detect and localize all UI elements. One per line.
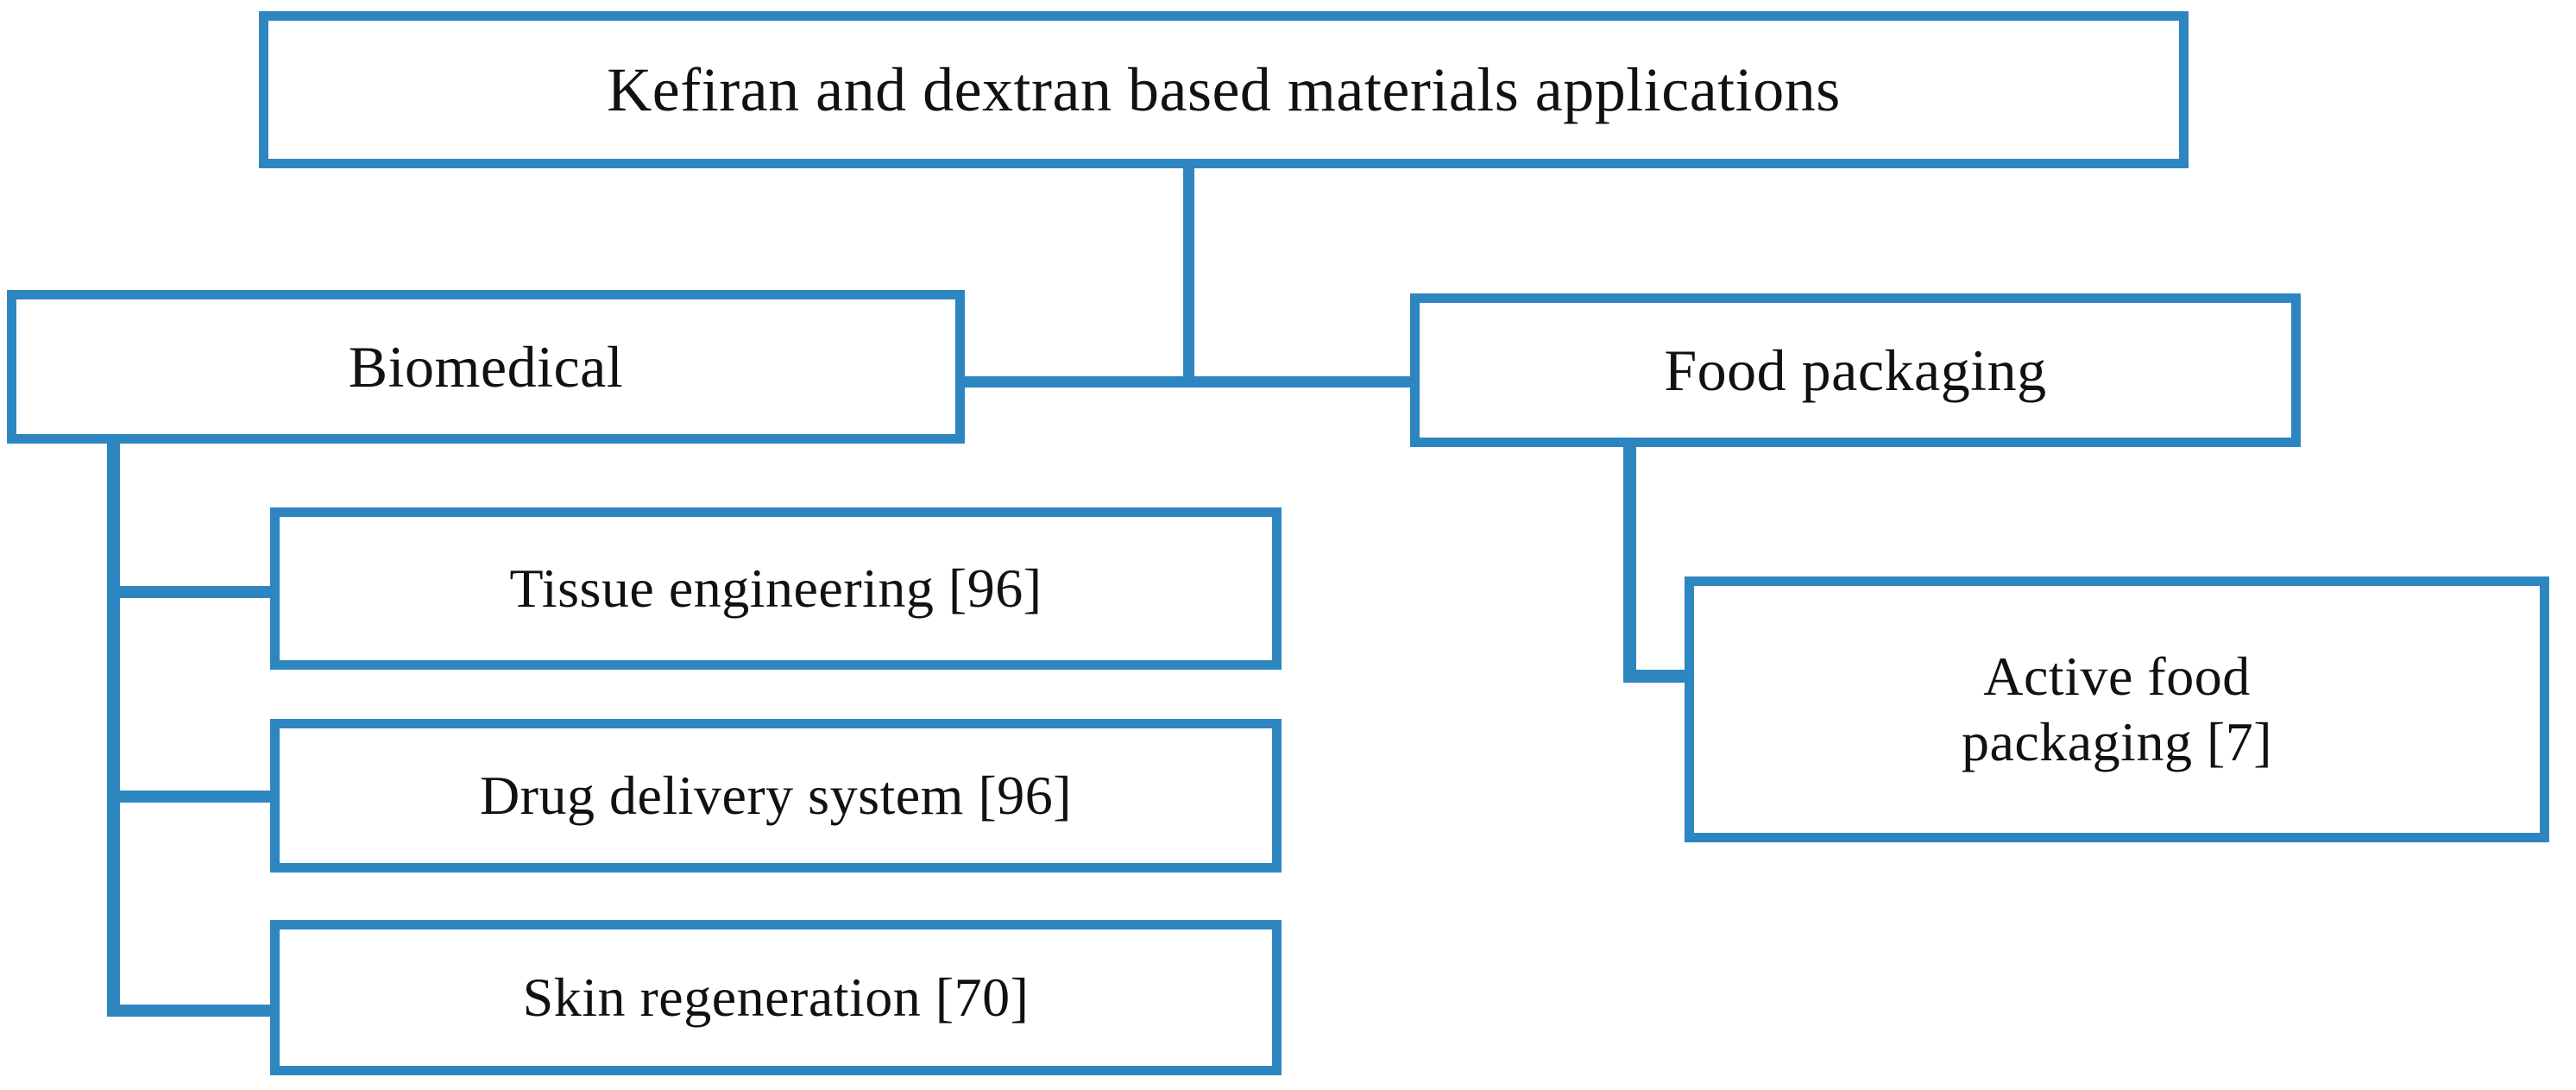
node-biomedical: Biomedical bbox=[7, 290, 965, 444]
node-biomedical-label: Biomedical bbox=[348, 333, 624, 400]
node-food-packaging: Food packaging bbox=[1410, 293, 2301, 447]
node-drug-delivery-system-label: Drug delivery system [96] bbox=[479, 765, 1073, 827]
node-root-kefiran-dextran-applications: Kefiran and dextran based materials appl… bbox=[259, 11, 2189, 168]
node-food-packaging-label: Food packaging bbox=[1664, 337, 2047, 403]
node-drug-delivery-system: Drug delivery system [96] bbox=[270, 719, 1282, 873]
node-skin-regeneration-label: Skin regeneration [70] bbox=[522, 967, 1030, 1029]
connector-biomedical-to-tissue-engineering bbox=[112, 586, 276, 598]
node-active-food-packaging: Active food packaging [7] bbox=[1685, 577, 2549, 842]
node-tissue-engineering: Tissue engineering [96] bbox=[270, 507, 1282, 670]
node-active-food-packaging-label: Active food packaging [7] bbox=[1961, 646, 2273, 772]
connector-biomedical-to-skin-regeneration bbox=[112, 1005, 276, 1017]
connector-level2-bus bbox=[960, 376, 1417, 387]
connector-food-packaging-stem bbox=[1623, 440, 1636, 682]
node-skin-regeneration: Skin regeneration [70] bbox=[270, 920, 1282, 1075]
connector-root-to-bus bbox=[1183, 161, 1194, 387]
connector-biomedical-to-drug-delivery bbox=[112, 791, 276, 803]
node-root-label: Kefiran and dextran based materials appl… bbox=[607, 54, 1841, 124]
connector-biomedical-spine bbox=[107, 437, 120, 1017]
connector-food-packaging-to-active-food-packaging bbox=[1623, 670, 1692, 683]
node-tissue-engineering-label: Tissue engineering [96] bbox=[509, 558, 1042, 620]
